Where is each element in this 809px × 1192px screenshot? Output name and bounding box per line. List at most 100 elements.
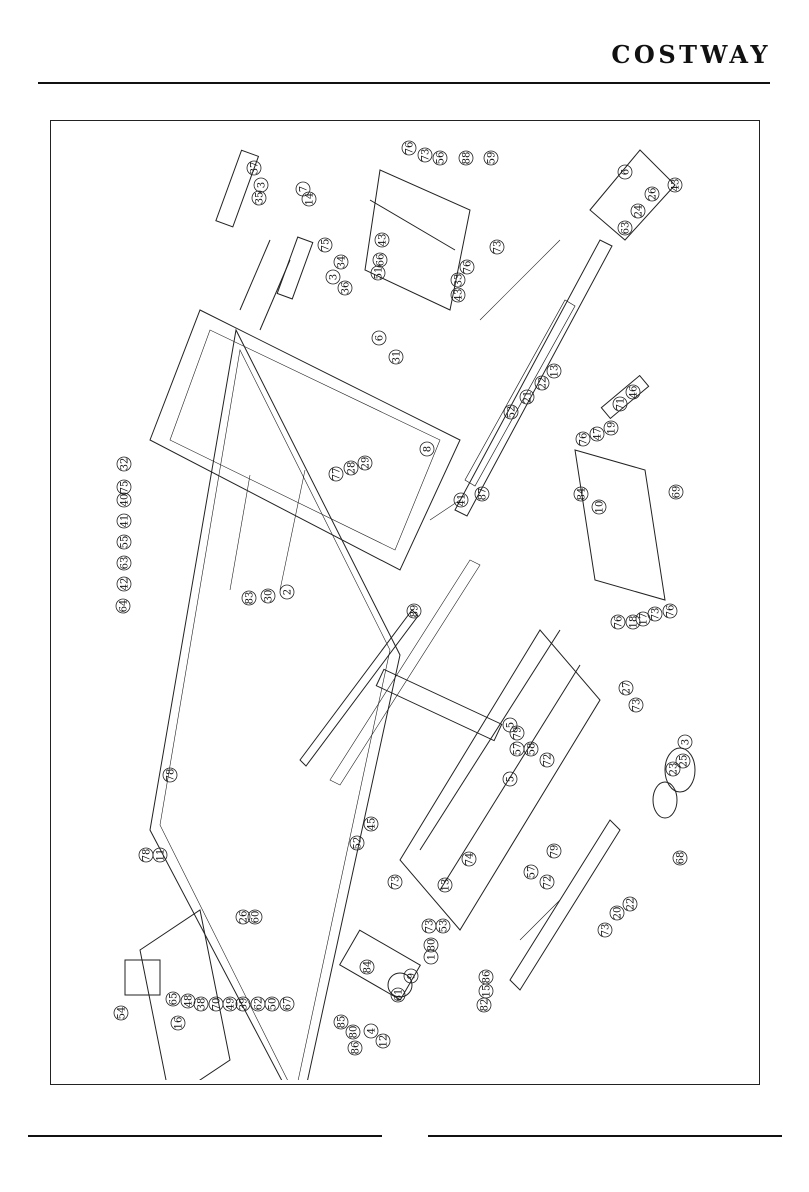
footer-rule-right (428, 1135, 782, 1137)
part-callout-26: 26 (235, 909, 251, 925)
part-callout-50: 50 (264, 996, 280, 1012)
part-callout-88: 88 (458, 150, 474, 166)
part-callout-52: 52 (349, 835, 365, 851)
brand-logo: COSTWAY (611, 40, 771, 69)
part-number: 59 (487, 152, 498, 165)
part-callout-43: 43 (667, 177, 683, 193)
part-number: 75 (120, 481, 131, 494)
part-callout-42: 42 (116, 576, 132, 592)
part-number: 5 (506, 722, 517, 728)
part-number: 19 (607, 422, 618, 435)
part-number: 76 (614, 616, 625, 629)
part-callout-66: 66 (372, 252, 388, 268)
part-number: 89 (410, 605, 421, 618)
part-callout-38: 38 (193, 996, 209, 1012)
part-callout-79: 79 (546, 843, 562, 859)
part-number: 28 (347, 462, 358, 475)
part-number: 55 (120, 536, 131, 549)
part-number: 63 (120, 557, 131, 570)
part-number: 54 (117, 1007, 128, 1020)
console-frame (149, 309, 461, 571)
part-number: 35 (255, 192, 266, 205)
part-number: 82 (480, 999, 491, 1012)
part-callout-41: 41 (116, 513, 132, 529)
part-callout-73: 73 (628, 697, 644, 713)
part-callout-52: 52 (503, 404, 519, 420)
part-callout-70: 70 (208, 996, 224, 1012)
part-callout-80: 80 (423, 937, 439, 953)
part-number: 63 (621, 222, 632, 235)
part-number: 4 (367, 1028, 378, 1034)
part-number: 72 (543, 754, 554, 767)
part-callout-37: 37 (246, 160, 262, 176)
part-callout-79: 79 (509, 725, 525, 741)
part-number: 73 (651, 608, 662, 621)
part-number: 76 (405, 142, 416, 155)
part-callout-72: 72 (539, 752, 555, 768)
footer-rule-left (28, 1135, 382, 1137)
part-number: 87 (478, 488, 489, 501)
part-callout-86: 86 (478, 969, 494, 985)
part-callout-76: 76 (401, 140, 417, 156)
part-number: 21 (523, 391, 534, 404)
part-number: 57 (513, 743, 524, 756)
part-callout-24: 24 (630, 203, 646, 219)
part-callout-9: 9 (403, 968, 419, 984)
part-callout-80: 80 (345, 1024, 361, 1040)
part-number: 37 (250, 162, 261, 175)
part-callout-73: 73 (489, 239, 505, 255)
side-rail-upper (454, 239, 613, 517)
part-number: 45 (367, 818, 378, 831)
part-callout-18: 18 (625, 614, 641, 630)
part-callout-61: 61 (390, 987, 406, 1003)
part-number: 48 (184, 995, 195, 1008)
part-callout-73: 73 (647, 606, 663, 622)
part-number: 3 (257, 182, 268, 188)
part-number: 22 (538, 377, 549, 390)
part-number: 73 (421, 149, 432, 162)
part-number: 5 (506, 776, 517, 782)
part-callout-26: 26 (644, 186, 660, 202)
part-number: 6 (375, 335, 386, 341)
part-number: 1 (427, 954, 438, 960)
part-number: 71 (616, 398, 627, 411)
part-number: 73 (391, 876, 402, 889)
part-callout-59: 59 (483, 150, 499, 166)
part-number: 66 (376, 254, 387, 267)
part-callout-64: 64 (115, 598, 131, 614)
part-number: 23 (669, 763, 680, 776)
part-number: 76 (666, 605, 677, 618)
part-callout-13: 13 (546, 363, 562, 379)
part-number: 76 (463, 261, 474, 274)
part-number: 43 (378, 234, 389, 247)
part-callout-73: 73 (417, 147, 433, 163)
part-number: 24 (634, 205, 645, 218)
part-callout-39: 39 (235, 996, 251, 1012)
part-number: 31 (392, 351, 403, 364)
part-number: 26 (648, 188, 659, 201)
belt-strip (299, 609, 419, 767)
part-callout-55: 55 (116, 534, 132, 550)
part-number: 51 (374, 267, 385, 280)
part-number: 70 (212, 998, 223, 1011)
part-callout-57: 57 (523, 864, 539, 880)
part-callout-76: 76 (575, 431, 591, 447)
part-number: 11 (156, 849, 167, 862)
part-callout-11: 11 (152, 847, 168, 863)
part-number: 79 (513, 727, 524, 740)
part-number: 43 (671, 179, 682, 192)
part-callout-68: 68 (672, 850, 688, 866)
part-callout-19: 19 (603, 420, 619, 436)
part-number: 47 (593, 428, 604, 441)
part-callout-46: 46 (625, 384, 641, 400)
part-callout-83: 83 (241, 590, 257, 606)
part-callout-73: 73 (387, 874, 403, 890)
part-number: 73 (632, 699, 643, 712)
part-callout-22: 22 (534, 375, 550, 391)
motor (339, 929, 421, 1001)
part-number: 26 (239, 911, 250, 924)
part-number: 13 (550, 365, 561, 378)
part-callout-31: 31 (388, 349, 404, 365)
part-number: 77 (332, 468, 343, 481)
part-number: 88 (462, 152, 473, 165)
